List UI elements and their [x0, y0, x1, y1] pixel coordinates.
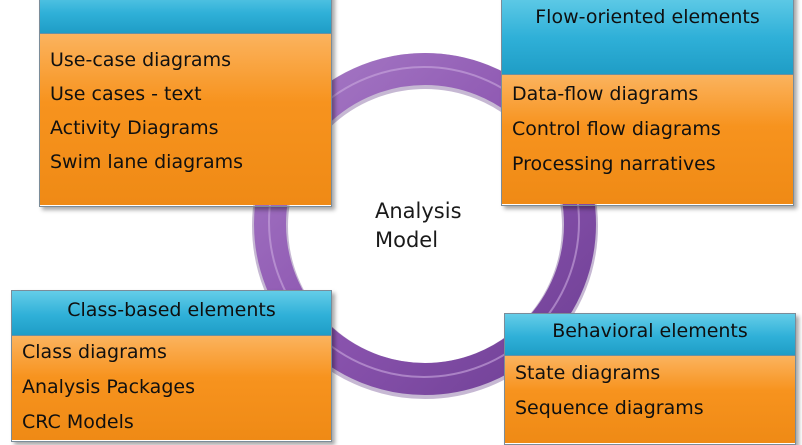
scenario-elements-block: Use-case diagrams Use cases - text Activ… — [39, 0, 332, 207]
flow-oriented-elements-block: Flow-oriented elements Data-flow diagram… — [501, 0, 794, 206]
list-item: Data-flow diagrams — [512, 83, 699, 105]
list-item: Processing narratives — [512, 153, 716, 175]
flow-oriented-elements-header: Flow-oriented elements — [502, 0, 793, 75]
list-item: Use cases - text — [50, 83, 202, 105]
list-item: State diagrams — [515, 362, 661, 384]
list-item: Activity Diagrams — [50, 117, 219, 139]
behavioral-elements-header: Behavioral elements — [505, 314, 795, 356]
list-item: Control flow diagrams — [512, 118, 721, 140]
analysis-model-ring — [252, 53, 598, 399]
class-based-elements-header: Class-based elements — [12, 291, 331, 336]
center-label-line1: Analysis — [375, 199, 462, 223]
list-item: Sequence diagrams — [515, 397, 704, 419]
list-item: Use-case diagrams — [50, 49, 231, 71]
list-item: Swim lane diagrams — [50, 151, 244, 173]
scenario-elements-header — [40, 0, 331, 34]
flow-oriented-elements-list: Data-flow diagrams Control flow diagrams… — [502, 75, 793, 204]
behavioral-elements-block: Behavioral elements State diagrams Seque… — [504, 313, 796, 445]
center-label-line2: Model — [375, 228, 439, 252]
list-item: Analysis Packages — [22, 376, 195, 398]
scenario-elements-list: Use-case diagrams Use cases - text Activ… — [40, 34, 331, 205]
analysis-model-label: Analysis Model — [375, 197, 462, 255]
class-based-elements-block: Class-based elements Class diagrams Anal… — [11, 290, 332, 442]
class-based-elements-list: Class diagrams Analysis Packages CRC Mod… — [12, 336, 331, 440]
behavioral-elements-list: State diagrams Sequence diagrams — [505, 356, 795, 443]
list-item: Class diagrams — [22, 341, 167, 363]
flow-oriented-elements-title: Flow-oriented elements — [535, 6, 760, 28]
list-item: CRC Models — [22, 411, 134, 433]
